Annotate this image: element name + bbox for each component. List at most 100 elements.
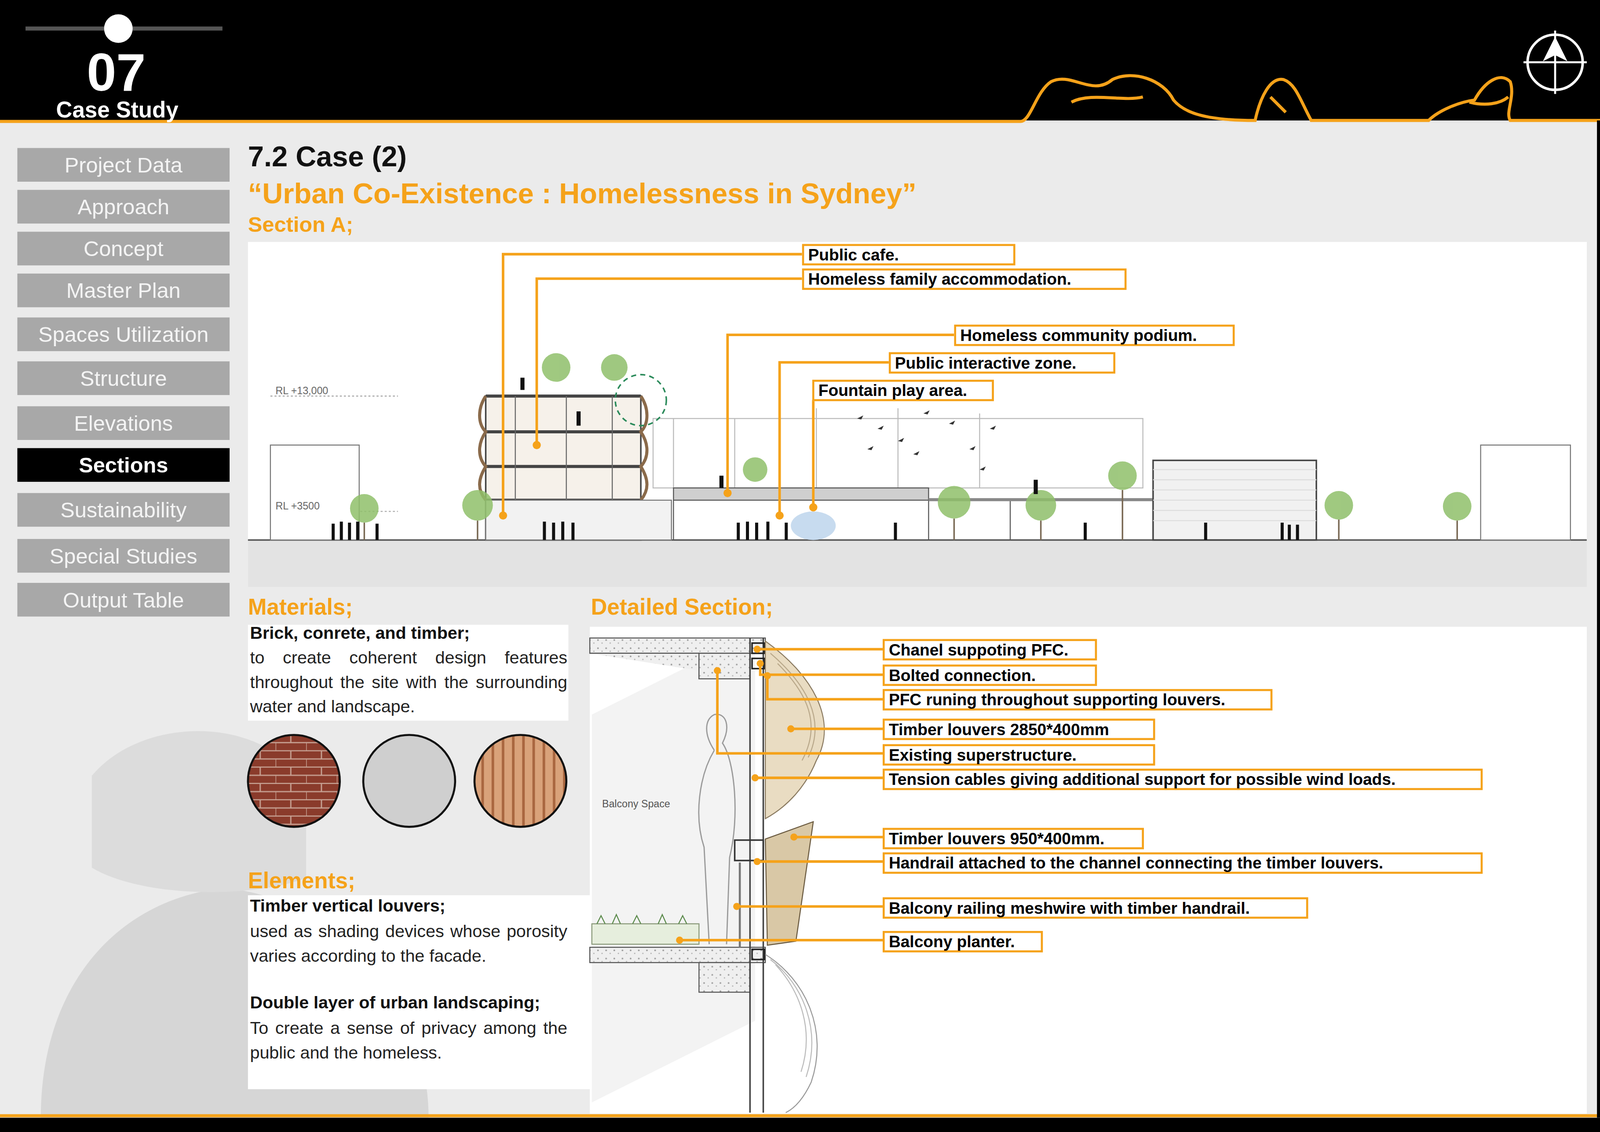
drawing-part xyxy=(767,675,883,699)
node-text: Approach xyxy=(77,194,170,220)
drawing-part xyxy=(752,658,765,669)
section-drawing xyxy=(248,241,1587,587)
node-text: PFC runing throughout supporting louvers… xyxy=(888,690,1226,709)
page-title: 7.2 Case (2) xyxy=(248,140,407,174)
drawing-part xyxy=(0,75,1600,122)
drawing-part xyxy=(793,835,883,839)
drawing-part xyxy=(576,411,581,426)
drawing-part xyxy=(248,734,340,827)
drawing-part xyxy=(350,353,1472,523)
drawing-part xyxy=(719,475,724,488)
space-label: Balcony Space xyxy=(602,797,671,810)
drawing-part xyxy=(937,485,971,519)
chapter-number: 07 xyxy=(86,42,146,103)
callout-box: Balcony planter. xyxy=(882,930,1043,953)
drawing-part xyxy=(350,493,379,523)
drawing-part xyxy=(673,487,929,501)
callout-box: Homeless family accommodation. xyxy=(802,268,1127,290)
drawing-part xyxy=(770,959,812,1077)
detail-drawing xyxy=(589,626,1587,1114)
node-text: Master Plan xyxy=(66,277,181,303)
node-text: Public cafe. xyxy=(808,245,899,264)
node-text: Timber louvers 950*400mm. xyxy=(888,829,1105,847)
body-text: To create a sense of privacy among the p… xyxy=(249,1016,568,1066)
drawing-part xyxy=(742,456,768,482)
drawing-part xyxy=(331,377,1300,540)
menu-tab: Master Plan xyxy=(17,273,230,308)
drawing-part xyxy=(1025,489,1057,521)
callout-box: Chanel suppoting PFC. xyxy=(882,638,1097,661)
drawing-part xyxy=(503,254,803,516)
drawing-part xyxy=(757,647,883,651)
drawing-part xyxy=(248,241,1587,587)
node-text: Balcony railing meshwire with timber han… xyxy=(888,898,1250,917)
drawing-part xyxy=(364,489,1458,541)
drawing-part xyxy=(763,672,771,680)
drawing-part xyxy=(571,522,575,540)
drawing-part xyxy=(596,914,687,924)
drawing-part xyxy=(745,521,749,541)
callout-box: Balcony railing meshwire with timber han… xyxy=(882,896,1309,919)
drawing-part xyxy=(1523,30,1587,95)
drawing-part xyxy=(809,503,818,512)
drawing-part xyxy=(485,500,672,540)
node-text: Sustainability xyxy=(60,497,187,523)
drawing-part xyxy=(766,521,770,541)
header-bar xyxy=(0,0,1600,122)
menu-tab: Sustainability xyxy=(17,493,230,527)
drawing-part xyxy=(1083,522,1087,540)
drawing-part xyxy=(1280,522,1284,540)
callout-box: Timber louvers 950*400mm. xyxy=(882,827,1144,850)
drawing-part xyxy=(698,962,750,992)
drawing-part xyxy=(736,904,883,908)
drawing-part xyxy=(615,374,667,426)
drawing-part xyxy=(551,522,556,540)
drawing-part xyxy=(1153,469,1317,521)
menu-tab: Sections xyxy=(17,448,230,483)
drawing-part xyxy=(736,522,740,540)
drawing-part xyxy=(753,857,761,865)
drawing-part xyxy=(601,354,628,381)
drawing-part xyxy=(1296,524,1300,541)
drawing-part xyxy=(561,521,565,541)
drawing-part xyxy=(751,774,759,782)
detail-leaders xyxy=(679,649,883,940)
node-text: Tension cables giving additional support… xyxy=(888,770,1396,788)
drawing-part xyxy=(1153,460,1317,540)
node-text: Chanel suppoting PFC. xyxy=(888,640,1069,658)
drawing-part xyxy=(1324,490,1354,520)
menu-tab: Project Data xyxy=(17,147,230,182)
leader-dots xyxy=(499,440,818,520)
node-text: Structure xyxy=(80,365,168,391)
drawing-part xyxy=(675,936,684,944)
drawing-part xyxy=(1287,524,1291,541)
drawing-part xyxy=(364,489,1458,541)
drawing-part xyxy=(811,400,815,508)
drawing-part xyxy=(589,626,1587,1114)
drawing-part xyxy=(1033,479,1038,494)
drawing-part xyxy=(515,395,613,501)
node-text: Output Table xyxy=(62,587,184,612)
drawing-part xyxy=(104,14,133,43)
drawing-part xyxy=(375,523,379,540)
drawing-part xyxy=(1542,36,1568,62)
sub-heading: Timber vertical louvers; xyxy=(249,895,446,917)
drawing-part xyxy=(893,522,897,540)
drawing-part xyxy=(248,894,590,1089)
drawing-part xyxy=(589,653,750,679)
drawing-part xyxy=(499,511,508,520)
drawing-part xyxy=(1071,96,1509,113)
drawing-part xyxy=(784,522,788,540)
callout-box: Tension cables giving additional support… xyxy=(882,768,1483,790)
drawing-part xyxy=(787,725,795,733)
node-text: Concept xyxy=(83,236,164,261)
node-text: Bolted connection. xyxy=(888,666,1036,684)
callout-box: Existing superstructure. xyxy=(882,743,1155,766)
node-text: Homeless community podium. xyxy=(960,326,1197,344)
callout-box: Bolted connection. xyxy=(882,664,1097,686)
node-text: Balcony planter. xyxy=(888,932,1016,950)
drawing-part xyxy=(755,522,759,540)
drawing-part xyxy=(363,734,456,827)
